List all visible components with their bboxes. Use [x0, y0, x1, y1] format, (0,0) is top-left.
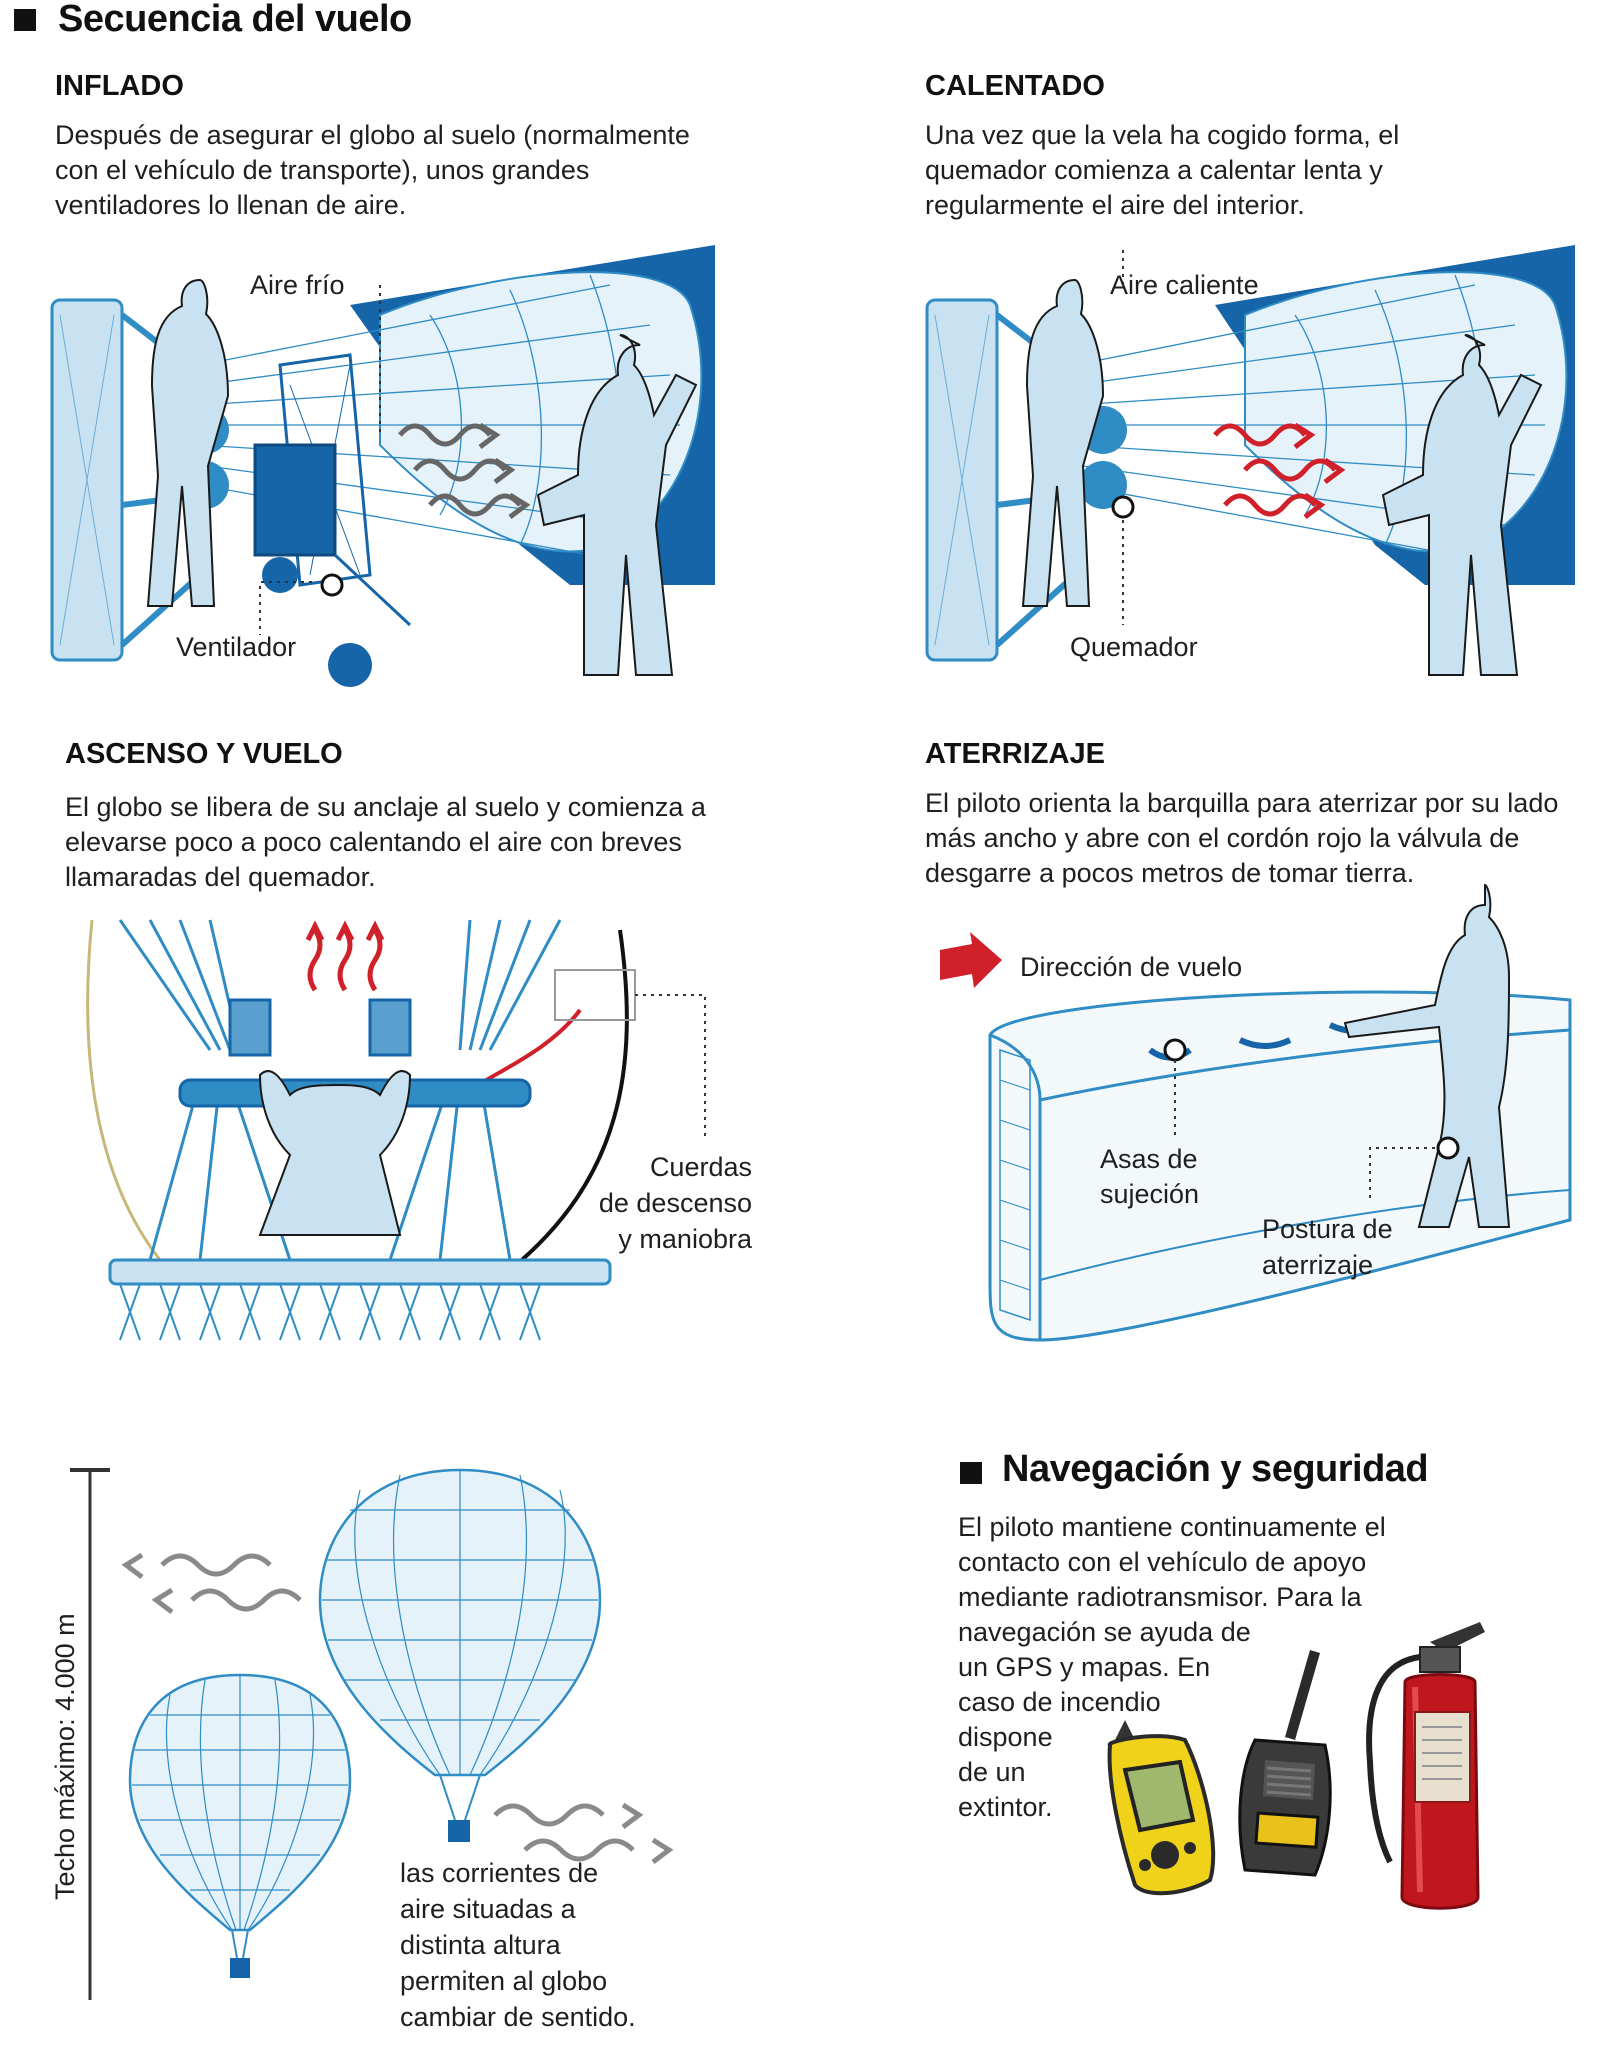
altitude-caption-4: permiten al globo — [400, 1966, 608, 1996]
nav-line-2: contacto con el vehículo de apoyo — [958, 1547, 1367, 1577]
ascenso-heading: ASCENSO Y VUELO — [65, 738, 343, 770]
inflado-text: Después de asegurar el globo al suelo (n… — [55, 120, 690, 220]
aterrizaje-label-posture-2: aterrizaje — [1262, 1250, 1374, 1280]
altitude-caption-3: distinta altura — [400, 1930, 561, 1960]
calentado-illustration — [925, 245, 1575, 676]
inflado-label-air: Aire frío — [250, 270, 345, 300]
calentado-label-burner: Quemador — [1070, 632, 1198, 662]
inflado-heading: INFLADO — [55, 70, 184, 102]
ascenso-text: El globo se libera de su anclaje al suel… — [65, 792, 706, 892]
page-title: Secuencia del vuelo — [58, 0, 412, 40]
nav-line-8: de un — [958, 1757, 1026, 1787]
nav-line-6: caso de incendio — [958, 1687, 1161, 1717]
altitude-axis-label: Techo máximo: 4.000 m — [50, 1613, 80, 1900]
calentado-text: Una vez que la vela ha cogido forma, el … — [925, 120, 1400, 220]
aterrizaje-label-handles-1: Asas de — [1100, 1144, 1198, 1174]
nav-line-5: un GPS y mapas. En — [958, 1652, 1211, 1682]
nav-line-9: extintor. — [958, 1792, 1053, 1822]
nav-square-marker — [960, 1462, 982, 1484]
ascenso-label-ropes-1: Cuerdas — [649, 1152, 752, 1182]
balloon-upper — [318, 1468, 602, 1842]
nav-line-3: mediante radiotransmisor. Para la — [958, 1582, 1362, 1612]
aterrizaje-text: El piloto orienta la barquilla para ater… — [925, 788, 1559, 888]
calentado-label-air: Aire caliente — [1110, 270, 1259, 300]
calentado-heading: CALENTADO — [925, 70, 1105, 102]
inflado-label-fan: Ventilador — [176, 632, 297, 662]
altitude-caption-2: aire situadas a — [400, 1894, 576, 1924]
nav-line-7: dispone — [958, 1722, 1053, 1752]
aterrizaje-label-posture-1: Postura de — [1262, 1214, 1393, 1244]
nav-line-1: El piloto mantiene continuamente el — [958, 1512, 1386, 1542]
altitude-caption-5: cambiar de sentido. — [400, 2002, 636, 2032]
ascenso-label-ropes-3: y maniobra — [618, 1224, 752, 1254]
aterrizaje-label-direction: Dirección de vuelo — [1020, 952, 1243, 982]
altitude-caption-1: las corrientes de — [400, 1858, 599, 1888]
gps-device-icon — [1107, 1720, 1216, 1896]
inflado-illustration — [50, 245, 715, 687]
title-square-marker — [14, 9, 36, 31]
aterrizaje-label-handles-2: sujeción — [1100, 1179, 1200, 1209]
ascenso-illustration — [86, 919, 706, 1341]
ascenso-label-ropes-2: de descenso — [598, 1188, 752, 1218]
nav-line-4: navegación se ayuda de — [958, 1617, 1251, 1647]
radio-transmitter-icon — [1238, 1650, 1332, 1877]
altitude-illustration — [70, 1468, 674, 2000]
aterrizaje-illustration — [940, 883, 1572, 1342]
nav-heading: Navegación y seguridad — [1002, 1448, 1429, 1490]
aterrizaje-heading: ATERRIZAJE — [925, 738, 1105, 770]
balloon-lower — [128, 1673, 352, 1978]
fire-extinguisher-icon — [1366, 1622, 1485, 1910]
